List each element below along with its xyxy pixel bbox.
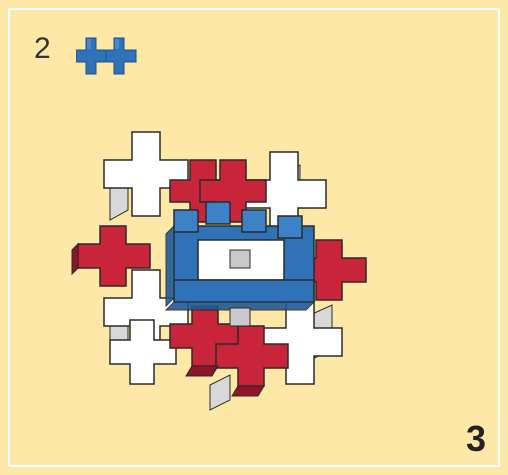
model-illustration [70,130,370,420]
step-number: 3 [466,421,486,457]
part-count: 2 [34,34,51,64]
blue-plus-brick-pair-icon [76,36,144,76]
